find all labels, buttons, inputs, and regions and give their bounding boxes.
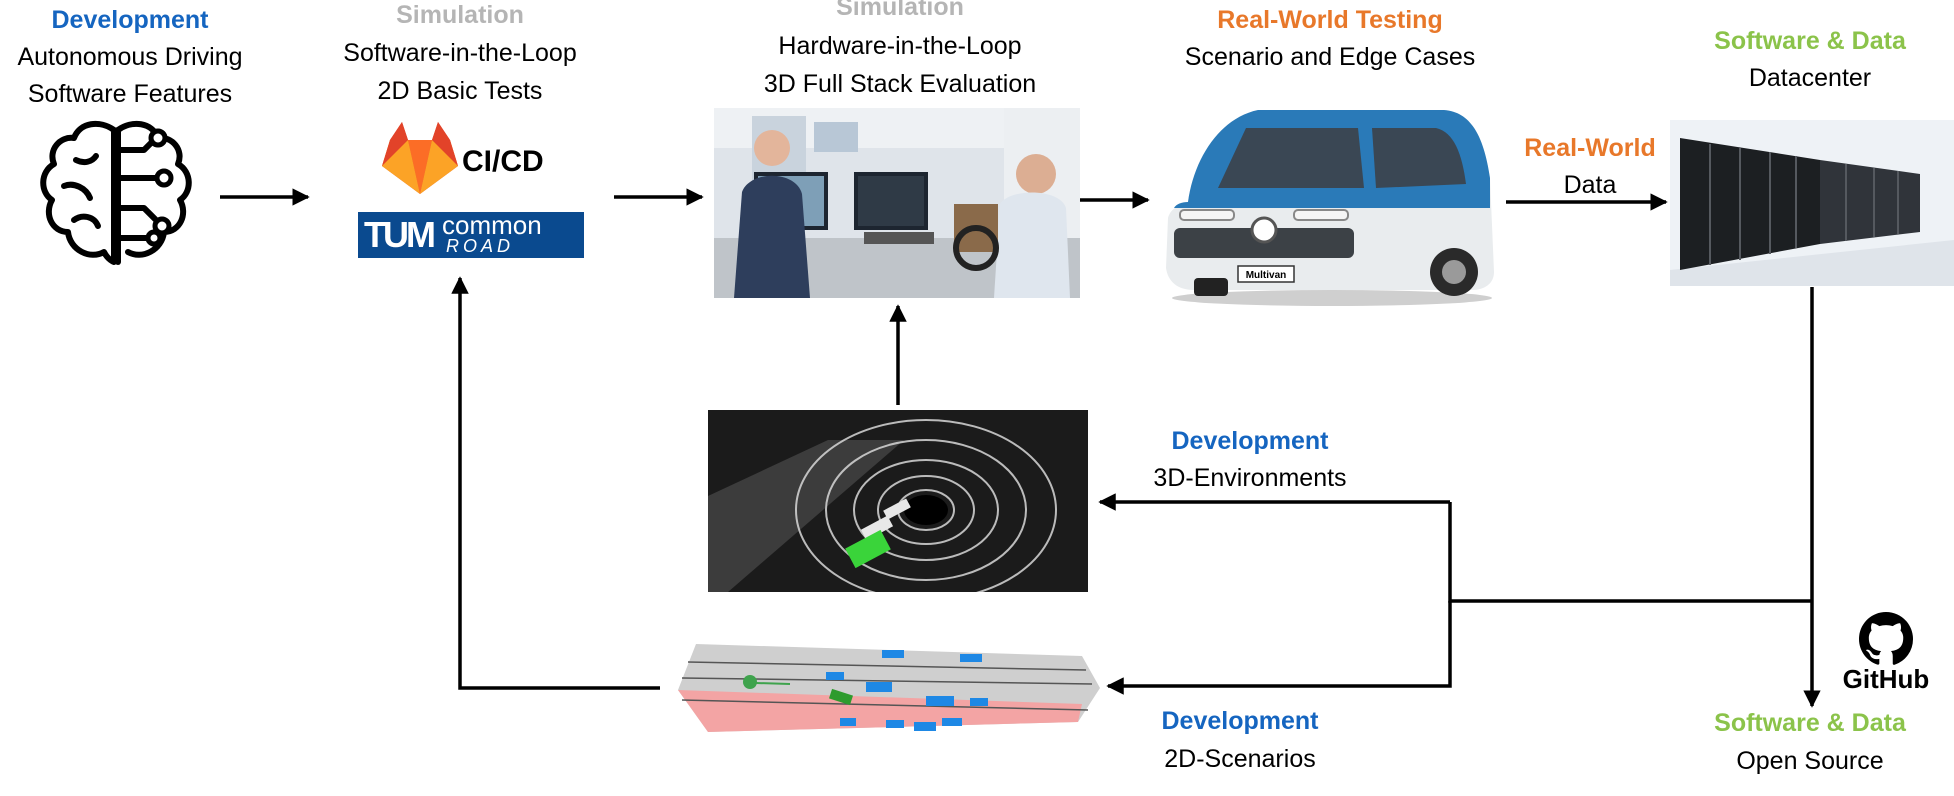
real-world-heading: Real-World Testing [1217,6,1443,34]
sil-line1: Software-in-the-Loop [343,39,577,67]
github-label: GitHub [1842,664,1930,694]
gitlab-icon [382,122,458,194]
open-source-heading: Software & Data [1714,709,1906,737]
brain-circuit-icon [40,120,192,265]
sil-heading: Simulation [396,1,524,29]
3d-environment-render [708,410,1088,592]
sil-line2: 2D Basic Tests [377,77,543,105]
commonroad-road: ROAD [446,236,515,256]
cicd-label: CI/CD [462,145,544,178]
2d-scenario-render [678,644,1100,732]
datacenter-line1: Datacenter [1748,64,1872,92]
real-world-line1: Scenario and Edge Cases [1184,43,1476,71]
tum-mark: TUM [364,214,436,255]
scen2d-heading: Development [1161,707,1319,735]
hil-line2: 3D Full Stack Evaluation [763,70,1037,98]
commonroad-common: common [442,210,542,240]
arrow-to-2d-scen [1106,601,1452,695]
tum-commonroad-logo: TUM common ROAD [358,212,584,258]
vehicle-plate: Multivan [1246,270,1287,281]
open-source-line1: Open Source [1736,747,1884,775]
hil-line1: Hardware-in-the-Loop [778,32,1022,60]
scen2d-line1: 2D-Scenarios [1164,745,1316,773]
hil-lab-photo [714,108,1080,298]
dev-software-line2: Software Features [27,80,233,108]
arrow-2d-scen-to-sil [451,276,660,690]
env3d-heading: Development [1171,427,1329,455]
rw-data-heading: Real-World [1524,134,1656,162]
rw-data-line1: Data [1563,171,1617,199]
arrow-datacenter-branch [1448,502,1812,603]
dev-software-line1: Autonomous Driving [17,43,243,71]
hil-heading: Simulation [836,0,964,21]
datacenter-heading: Software & Data [1714,27,1906,55]
env3d-line1: 3D-Environments [1153,464,1347,492]
dev-software-heading: Development [51,6,209,34]
github-icon [1859,612,1914,665]
datacenter-photo [1670,120,1954,286]
test-vehicle-image: Multivan [1166,110,1494,306]
